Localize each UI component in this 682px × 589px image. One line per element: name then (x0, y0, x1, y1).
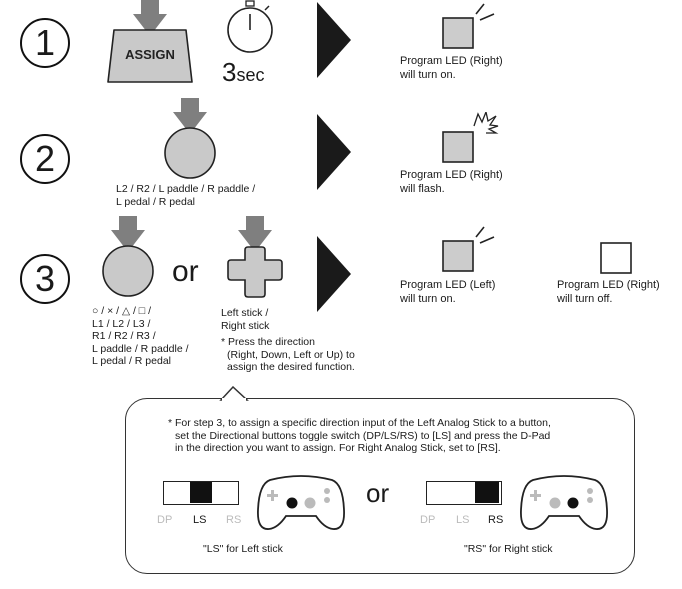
step-3-number: 3 (20, 254, 70, 304)
assign-press-illustration (107, 0, 193, 83)
step-2-button-label-line-2: L pedal / R pedal (116, 195, 196, 208)
down-arrow-icon (173, 98, 207, 134)
step-3-note-line-3: assign the desired function. (227, 361, 355, 373)
step-2-button-label: L2 / R2 / L paddle / R paddle / L pedal … (116, 183, 255, 208)
toggle-switch-ls (163, 481, 239, 505)
down-arrow-icon (238, 216, 272, 252)
left-stick-caption: "LS" for Left stick (203, 543, 283, 555)
down-arrow-icon (111, 216, 145, 252)
toggle-switch-rs (426, 481, 502, 505)
step-1-led-line-2: will turn on. (400, 69, 456, 81)
step-2-led-line-1: Program LED (Right) (400, 169, 503, 181)
step-3-buttons-line-4: L paddle / R paddle / (92, 342, 189, 355)
step-3-led-right-line-1: Program LED (Right) (557, 279, 660, 291)
round-button-icon (102, 245, 154, 297)
step-3-stick-label: Left stick / Right stick (221, 307, 269, 332)
face-button-press-illustration (102, 216, 154, 297)
step-3-buttons-label: ○ / × / △ / □ / L1 / L2 / L3 / R1 / R2 /… (92, 305, 189, 368)
dpad-press-illustration (227, 216, 283, 298)
dpad-icon (227, 246, 283, 298)
step-3-buttons-line-1: ○ / × / △ / □ / (92, 305, 151, 317)
stopwatch-icon (227, 0, 273, 53)
step-3-led-right-text: Program LED (Right) will turn off. (557, 278, 660, 306)
timer-readout: 3sec (222, 57, 264, 88)
step-3-buttons-line-5: L pedal / R pedal (92, 355, 172, 367)
switch-label-dp: DP (157, 514, 173, 526)
switch-label-ls: LS (456, 514, 470, 526)
step-2-led-line-2: will flash. (400, 183, 445, 195)
down-arrow-icon (133, 0, 167, 36)
assign-key-icon (107, 29, 193, 83)
note-text: * For step 3, to assign a specific direc… (168, 417, 551, 455)
round-button-press-illustration (164, 98, 216, 179)
step-3-stick-line-2: Right stick (221, 319, 270, 332)
note-line-2: set the Directional buttons toggle switc… (175, 429, 551, 442)
step-3-stick-note: * Press the direction (Right, Down, Left… (221, 336, 355, 374)
step-3-buttons-line-2: L1 / L2 / L3 / (92, 317, 151, 330)
note-line-3: in the direction you want to assign. For… (175, 442, 501, 454)
step-3-note-line-1: * Press the direction (221, 336, 315, 348)
timer-value: 3 (222, 57, 237, 87)
note-line-1: * For step 3, to assign a specific direc… (168, 417, 551, 429)
right-stick-caption: "RS" for Right stick (464, 543, 553, 555)
switch-label-rs: RS (488, 514, 504, 526)
note-callout-pointer (219, 386, 249, 401)
step-3-led-left-line-2: will turn on. (400, 293, 456, 305)
note-or-text: or (366, 478, 390, 508)
timer-unit: sec (236, 65, 265, 85)
step-3-led-right-line-2: will turn off. (557, 293, 613, 305)
step-3-note-line-2: (Right, Down, Left or Up) to (227, 348, 355, 361)
switch-label-ls: LS (193, 514, 207, 526)
step-1-number: 1 (20, 18, 70, 68)
step-3-stick-line-1: Left stick / (221, 307, 269, 319)
step-2-number: 2 (20, 134, 70, 184)
switch-label-rs: RS (226, 514, 242, 526)
led-right-flash-icon (442, 112, 499, 163)
led-left-on-icon (442, 226, 495, 272)
switch-label-dp: DP (420, 514, 436, 526)
step-2-arrow-triangle (317, 114, 351, 190)
led-right-off-icon (600, 242, 632, 274)
step-1-led-line-1: Program LED (Right) (400, 55, 503, 67)
toggle-switch-knob (190, 482, 212, 503)
led-right-on-icon (442, 3, 495, 49)
step-1-arrow-triangle (317, 2, 351, 78)
step-2-button-label-line-1: L2 / R2 / L paddle / R paddle / (116, 183, 256, 195)
step-3-led-left-text: Program LED (Left) will turn on. (400, 278, 495, 306)
step-3-or-text: or (172, 255, 199, 288)
step-1-led-text: Program LED (Right) will turn on. (400, 54, 503, 82)
controller-left-stick-icon (257, 475, 345, 530)
step-2-led-text: Program LED (Right) will flash. (400, 168, 503, 196)
step-3-led-left-line-1: Program LED (Left) (400, 279, 496, 291)
toggle-switch-knob (475, 482, 499, 503)
step-3-buttons-line-3: R1 / R2 / R3 / (92, 330, 156, 342)
controller-right-stick-icon (520, 475, 608, 530)
step-3-arrow-triangle (317, 236, 351, 312)
assign-key-label: ASSIGN (125, 47, 175, 62)
round-button-icon (164, 127, 216, 179)
